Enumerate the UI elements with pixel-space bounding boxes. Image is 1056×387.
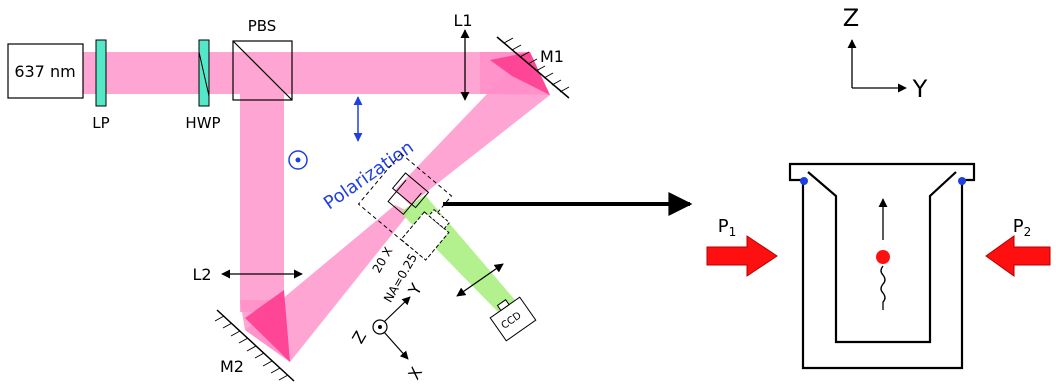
- particle-trajectory-squiggle: [880, 265, 886, 310]
- p1-label: P1: [718, 216, 737, 239]
- local-x-label: X: [404, 364, 426, 383]
- contact-dot-right: [958, 177, 966, 185]
- polarization-out-of-plane-icon: [288, 150, 308, 170]
- beam-overlap-m2: [245, 290, 290, 362]
- beam-overlap-m1: [490, 52, 550, 95]
- hwp-axis-line: [198, 51, 210, 97]
- frame-z-label: Z: [843, 4, 859, 32]
- pbs-cube: [232, 40, 293, 101]
- l2-label: L2: [192, 265, 211, 284]
- lp-label: LP: [92, 114, 109, 132]
- force-arrow-p2: [985, 235, 1051, 277]
- force-arrow-p1: [706, 235, 778, 277]
- p2-label: P2: [1013, 216, 1032, 239]
- mirror-m1: [496, 36, 570, 99]
- frame-axis-triad: [847, 39, 907, 93]
- local-axis-triad: [372, 296, 411, 360]
- trapped-particle: [876, 250, 890, 264]
- local-z-label: Z: [348, 328, 370, 347]
- pbs-label: PBS: [248, 17, 277, 35]
- beam-horizontal: [82, 52, 530, 94]
- l1-label: L1: [453, 11, 472, 30]
- beam-m1-to-focus: [395, 70, 550, 205]
- m2-label: M2: [220, 357, 244, 376]
- laser-box: [7, 43, 84, 99]
- pbs-diagonal: [232, 40, 293, 101]
- frame-y-label: Y: [912, 75, 928, 103]
- m1-label: M1: [540, 47, 564, 66]
- ccd-camera: [489, 296, 537, 342]
- laser-beam-path: [82, 52, 550, 362]
- hwp-label: HWP: [185, 114, 220, 132]
- local-y-label: Y: [404, 280, 426, 299]
- mirror-m2: [214, 309, 295, 382]
- linear-polarizer: [95, 39, 107, 107]
- laser-wavelength-label: 637 nm: [14, 62, 75, 81]
- cuvette-cross-section: [788, 162, 976, 370]
- beam-vertical: [240, 94, 284, 312]
- imaging-lens: [456, 263, 504, 297]
- contact-dot-left: [800, 177, 808, 185]
